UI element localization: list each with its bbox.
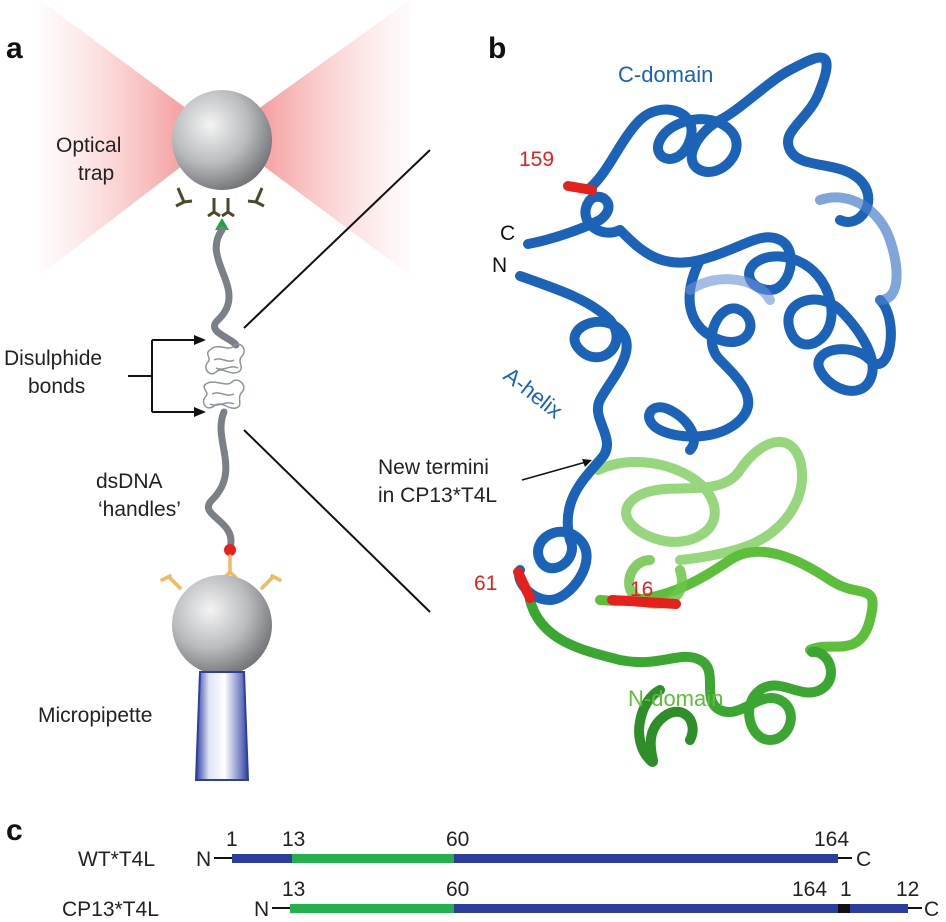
cp13-segment-1 xyxy=(290,904,454,913)
wt-segment-2 xyxy=(292,854,454,863)
cp13-tick-60: 60 xyxy=(446,878,469,901)
pipette-bead xyxy=(172,575,272,675)
residue-61-label: 61 xyxy=(474,572,497,595)
panel-label-b: b xyxy=(488,32,506,65)
residue-159-label: 159 xyxy=(519,148,554,171)
dsdna-label: dsDNA ‘handles’ xyxy=(96,470,181,521)
cp13-tick-13: 13 xyxy=(282,878,305,901)
wt-n-label: N xyxy=(196,848,211,871)
terminus-n-label: N xyxy=(492,254,507,277)
bottom-receptors xyxy=(160,554,282,590)
arrow-head-bottom xyxy=(194,407,206,417)
wt-segment-1 xyxy=(232,854,292,863)
arrow-head-top xyxy=(194,335,206,345)
wt-tick-1: 1 xyxy=(226,828,238,851)
wt-construct: WT*T4L N C 1 13 60 164 xyxy=(78,828,871,871)
panel-label-a: a xyxy=(6,32,23,65)
dna-handle-top xyxy=(211,226,240,349)
micropipette-shape xyxy=(194,671,250,781)
top-antibodies xyxy=(175,187,265,218)
protein-mini xyxy=(202,343,245,409)
zoom-lines xyxy=(243,149,431,613)
cp13-segment-linker xyxy=(838,904,850,913)
trap-bead xyxy=(172,90,272,190)
wt-tick-60: 60 xyxy=(446,828,469,851)
panel-label-c: c xyxy=(6,814,23,847)
residue-16-label: 16 xyxy=(630,578,653,601)
wt-tick-13: 13 xyxy=(282,828,305,851)
cp13-n-label: N xyxy=(254,898,269,921)
new-termini-label: New termini in CP13*T4L xyxy=(378,456,497,507)
cp13-c-label: C xyxy=(924,898,939,921)
dna-handle-bottom xyxy=(205,408,235,552)
new-termini-pointer xyxy=(521,461,587,481)
c-domain-label: C-domain xyxy=(618,62,713,87)
wt-name: WT*T4L xyxy=(78,848,155,871)
n-domain-ribbon xyxy=(525,436,878,767)
biotin-tag xyxy=(224,544,236,556)
wt-tick-164: 164 xyxy=(814,828,849,851)
optical-trap-label: Optical trap xyxy=(56,134,127,185)
cp13-tick-1: 1 xyxy=(840,878,852,901)
cp13-tick-12: 12 xyxy=(896,878,919,901)
c-domain-ribbon xyxy=(513,52,902,605)
a-helix-label: A-helix xyxy=(499,362,567,423)
optical-trap-beam xyxy=(40,0,410,275)
cp13-name: CP13*T4L xyxy=(62,898,159,921)
cp13-tick-164: 164 xyxy=(792,878,827,901)
cp13-segment-3 xyxy=(850,904,908,913)
wt-c-label: C xyxy=(856,848,871,871)
disulphide-arrows xyxy=(128,339,198,413)
digoxigenin-tag xyxy=(215,218,229,230)
wt-segment-3 xyxy=(454,854,838,863)
cp13-construct: CP13*T4L N C 13 60 164 1 12 xyxy=(62,878,939,921)
new-termini-arrowhead xyxy=(582,459,592,467)
micropipette-label: Micropipette xyxy=(38,704,152,727)
disulphide-label: Disulphide bonds xyxy=(4,347,108,398)
cp13-segment-2 xyxy=(454,904,838,913)
terminus-c-label: C xyxy=(500,222,515,245)
n-domain-label: N-domain xyxy=(628,686,723,711)
